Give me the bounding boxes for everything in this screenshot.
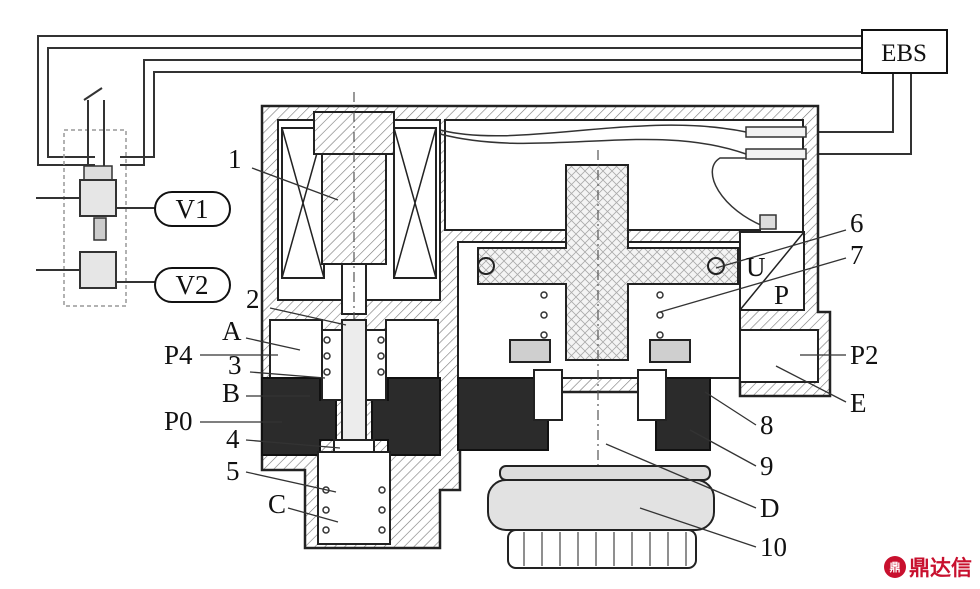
leader-lines bbox=[200, 167, 847, 548]
label-c: C bbox=[268, 489, 286, 519]
ebs-box: EBS bbox=[861, 29, 948, 74]
ebs-label: EBS bbox=[881, 40, 927, 67]
label-9: 9 bbox=[760, 451, 774, 481]
label-7: 7 bbox=[850, 240, 864, 270]
supply-chamber-p0 bbox=[261, 377, 711, 456]
label-e: E bbox=[850, 388, 867, 418]
delivery-port-p2 bbox=[739, 329, 819, 383]
label-p2: P2 bbox=[850, 340, 879, 370]
label-d: D bbox=[760, 493, 780, 523]
exhaust-valve-seat bbox=[509, 339, 691, 421]
ebs-wiring bbox=[37, 35, 912, 166]
silencer bbox=[487, 465, 715, 569]
relay-stem bbox=[317, 319, 391, 545]
v2-label: V2 bbox=[176, 270, 209, 300]
label-p0: P0 bbox=[164, 406, 193, 436]
watermark-logo: 鼎 鼎达信 bbox=[884, 552, 972, 582]
label-8: 8 bbox=[760, 410, 774, 440]
watermark-text: 鼎达信 bbox=[909, 556, 972, 580]
label-4: 4 bbox=[226, 424, 240, 454]
v1-label: V1 bbox=[176, 194, 209, 224]
label-u: U bbox=[746, 252, 766, 282]
chamber-a bbox=[269, 319, 439, 381]
relay-piston bbox=[477, 150, 739, 470]
label-10: 10 bbox=[760, 532, 787, 562]
label-3: 3 bbox=[228, 350, 242, 380]
label-p4: P4 bbox=[164, 340, 193, 370]
solenoid-coil bbox=[281, 92, 437, 480]
label-a: A bbox=[222, 316, 242, 346]
label-5: 5 bbox=[226, 456, 240, 486]
logo-mark-icon: 鼎 bbox=[884, 556, 906, 578]
callout-labels: 1 2 A P4 3 B P0 4 5 C 6 7 U P P2 E 8 9 D… bbox=[164, 144, 879, 562]
internal-harness bbox=[439, 124, 807, 160]
label-p: P bbox=[774, 280, 789, 310]
label-2: 2 bbox=[246, 284, 260, 314]
label-6: 6 bbox=[850, 208, 864, 238]
solenoid-valve-assembly: V1 V2 bbox=[36, 87, 231, 307]
label-1: 1 bbox=[228, 144, 242, 174]
label-b: B bbox=[222, 378, 240, 408]
